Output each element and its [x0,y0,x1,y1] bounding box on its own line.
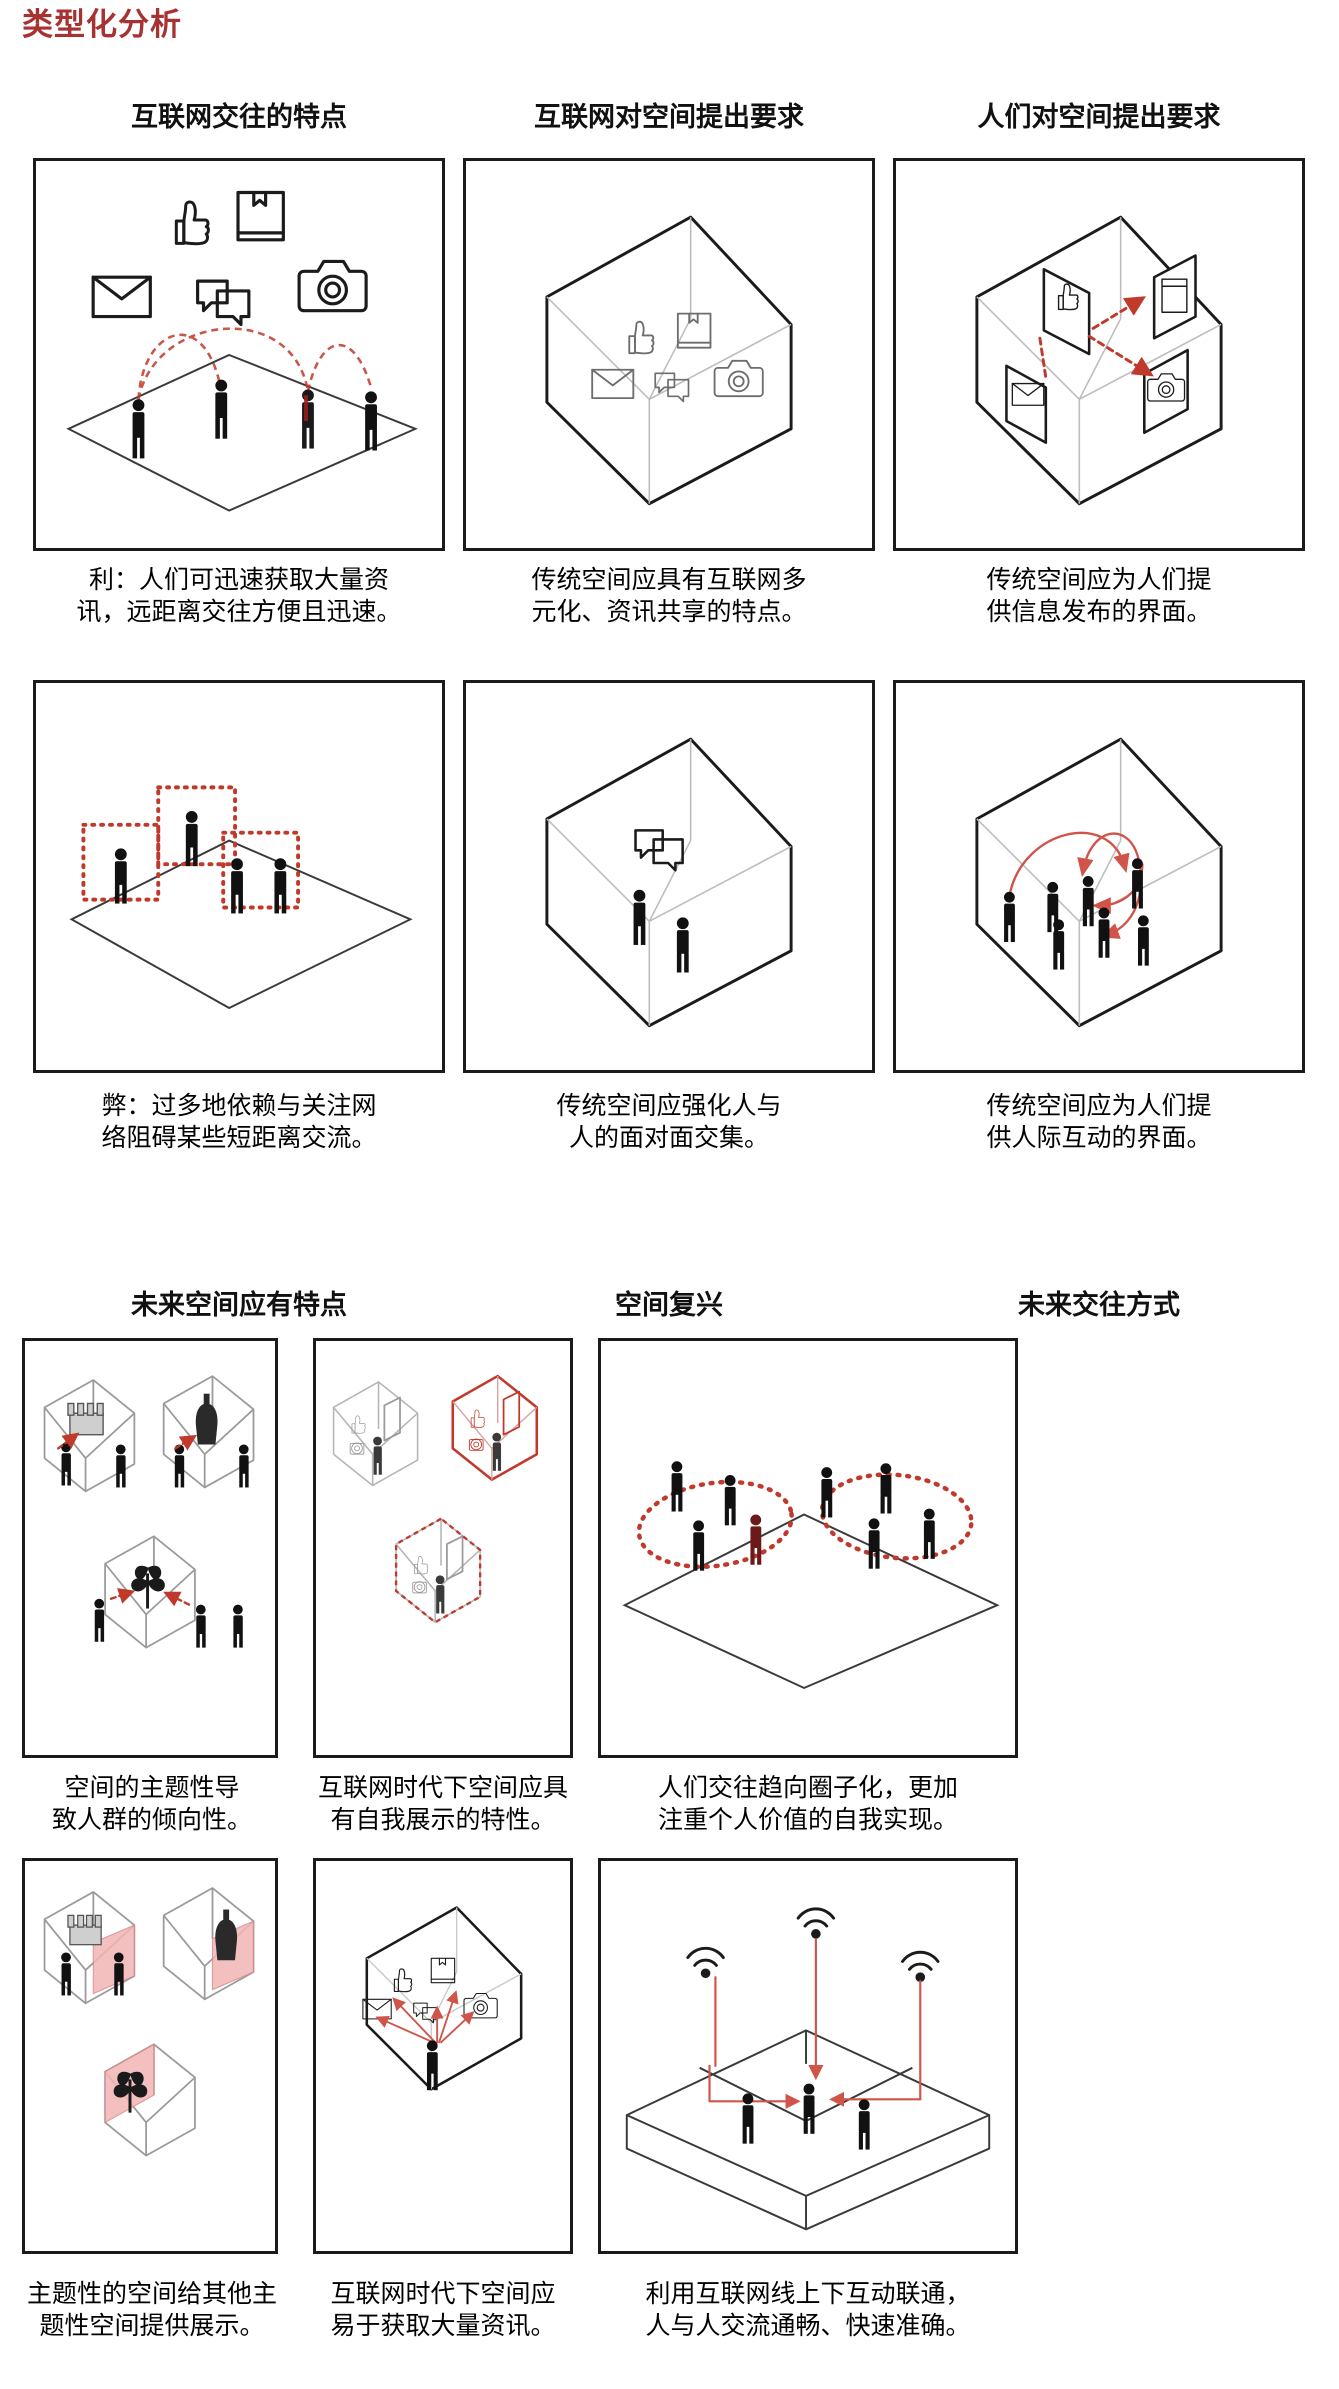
caption-p42: 互联网时代下空间应易于获取大量资讯。 [330,2279,556,2340]
column-header-3: 人们对空间提出要求 [977,102,1221,133]
caption-p31: 空间的主题性导致人群的倾向性。 [51,1773,252,1834]
diagram-panel-p23 [893,680,1305,1073]
caption-p21: 弊：过多地依赖与关注网络阻碍某些短距离交流。 [101,1091,377,1152]
caption-p12: 传统空间应具有互联网多元化、资讯共享的特点。 [531,565,807,626]
caption-p13: 传统空间应为人们提供信息发布的界面。 [986,565,1212,626]
caption-p32: 互联网时代下空间应具有自我展示的特性。 [317,1773,568,1834]
diagram-panel-p13 [893,158,1305,551]
diagram-panel-p42 [313,1858,573,2254]
diagram-panel-p31 [22,1338,278,1758]
caption-p33: 人们交往趋向圈子化，更加注重个人价值的自我实现。 [657,1773,958,1834]
caption-p23: 传统空间应为人们提供人际互动的界面。 [986,1091,1212,1152]
diagram-panel-p12 [463,158,875,551]
column-header-2: 互联网对空间提出要求 [534,102,804,133]
caption-p11: 利：人们可迅速获取大量资讯，远距离交往方便且迅速。 [76,565,402,626]
column-header-lower-2: 空间复兴 [615,1290,723,1321]
diagram-panel-p32 [313,1338,573,1758]
diagram-panel-p41 [22,1858,278,2254]
diagram-panel-p22 [463,680,875,1073]
column-header-lower-1: 未来空间应有特点 [131,1290,347,1321]
caption-p22: 传统空间应强化人与人的面对面交集。 [556,1091,782,1152]
caption-p43: 利用互联网线上下互动联通，人与人交流通畅、快速准确。 [645,2279,971,2340]
diagram-panel-p33 [598,1338,1018,1758]
page-title: 类型化分析 [22,7,182,43]
column-header-lower-3: 未来交往方式 [1018,1290,1180,1321]
caption-p41: 主题性的空间给其他主题性空间提供展示。 [26,2279,277,2340]
column-header-1: 互联网交往的特点 [131,102,347,133]
diagram-panel-p21 [33,680,445,1073]
diagram-panel-p11 [33,158,445,551]
diagram-panel-p43 [598,1858,1018,2254]
